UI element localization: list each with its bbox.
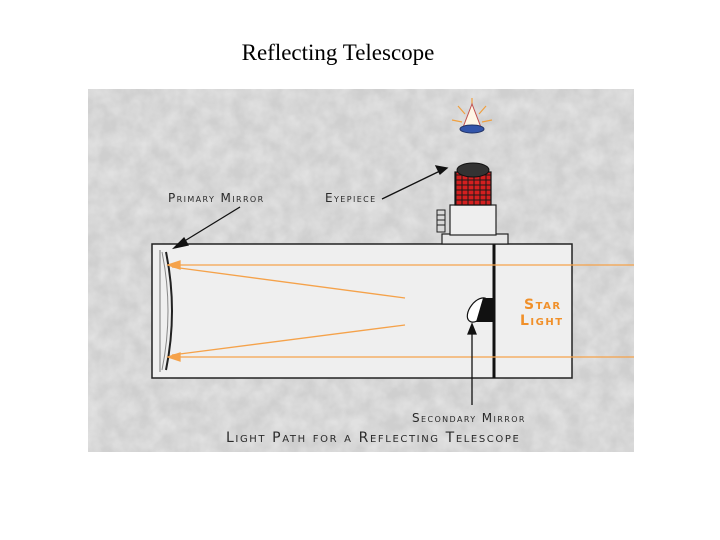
reflected-ray-top (171, 266, 406, 299)
telescope-tube (151, 243, 573, 379)
slide-title: Reflecting Telescope (241, 40, 435, 65)
eyepiece-lens (456, 162, 490, 178)
eye-icon (451, 98, 493, 134)
secondary-mirror-label: Secondary Mirror (412, 411, 526, 425)
eyepiece-pointer (381, 169, 443, 200)
star-light-label-line1: Star (524, 297, 562, 313)
primary-mirror-pointer (177, 206, 241, 246)
secondary-mirror (466, 297, 494, 323)
reflected-ray-bottom (171, 324, 406, 356)
focuser-body (449, 204, 497, 236)
star-light-label-line2: Light (520, 313, 564, 329)
focus-knob (436, 209, 446, 233)
diagram-caption: Light Path for a Reflecting Telescope (226, 430, 520, 446)
primary-mirror-label: Primary Mirror (168, 191, 265, 205)
eyepiece-label: Eyepiece (325, 191, 377, 205)
